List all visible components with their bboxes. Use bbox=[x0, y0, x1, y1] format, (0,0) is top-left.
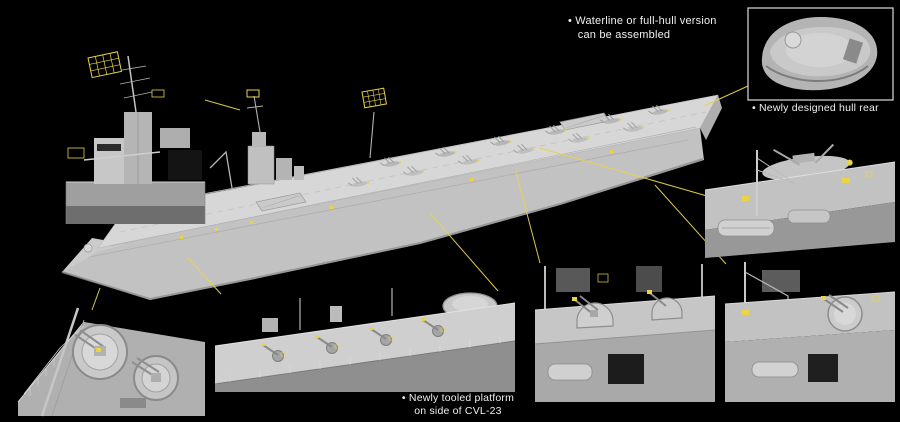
pedestal-gun bbox=[315, 335, 340, 354]
railing bbox=[229, 336, 501, 382]
gun-tub bbox=[131, 355, 179, 401]
connector-platform-a bbox=[187, 257, 222, 295]
inset-bow-gun-tubs bbox=[17, 307, 205, 417]
carrier-render bbox=[61, 87, 722, 301]
assembly-note: • Waterline or full-hull version can be … bbox=[568, 15, 717, 41]
inset-island-closeup bbox=[65, 51, 206, 224]
pedestal-gun bbox=[421, 318, 446, 337]
inset-midship-gun-platforms bbox=[534, 264, 716, 402]
aircraft-group bbox=[348, 105, 670, 187]
deck-elevator-forward bbox=[255, 192, 307, 212]
gun-tub bbox=[821, 294, 863, 332]
connector-lines bbox=[91, 85, 749, 311]
pedestal-gun bbox=[261, 343, 286, 362]
connector-midship bbox=[515, 171, 541, 264]
radar-antenna bbox=[87, 51, 123, 79]
connector-bow bbox=[91, 287, 101, 311]
island-superstructure bbox=[209, 89, 304, 189]
connector-crane bbox=[539, 147, 708, 197]
platform-note: • Newly tooled platform on side of CVL-2… bbox=[401, 392, 515, 417]
inset-side-platform bbox=[214, 288, 516, 392]
inset-stern-platform bbox=[724, 262, 896, 402]
radar-mast bbox=[361, 87, 388, 159]
gun-tub bbox=[72, 324, 128, 380]
connector-hull-rear bbox=[703, 85, 749, 107]
gun-tub bbox=[572, 295, 614, 329]
connector-platform-b bbox=[429, 212, 499, 292]
inset-hull-rear bbox=[747, 7, 894, 101]
deck-edge-details bbox=[180, 150, 613, 239]
hull-rear-note: • Newly designed hull rear bbox=[752, 102, 879, 114]
inset-crane-and-boats bbox=[704, 143, 896, 258]
pedestal-gun bbox=[369, 327, 394, 346]
connector-island bbox=[204, 99, 241, 111]
gun-tub bbox=[647, 290, 683, 321]
hull-side bbox=[62, 128, 704, 300]
